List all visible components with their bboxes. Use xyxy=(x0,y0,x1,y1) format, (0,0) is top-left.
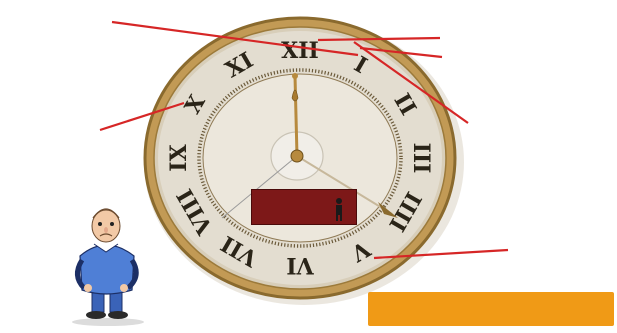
numeral-ix: IX xyxy=(166,143,192,171)
hub-cap xyxy=(291,150,303,162)
worried-man-icon xyxy=(72,209,144,326)
figure-silhouette-icon xyxy=(326,192,352,222)
hand-tag xyxy=(251,189,357,225)
numeral-xii: XII xyxy=(281,38,319,64)
numeral-vi: VI xyxy=(286,252,314,278)
footer-callout xyxy=(368,292,614,326)
numeral-iii: III xyxy=(408,143,434,174)
